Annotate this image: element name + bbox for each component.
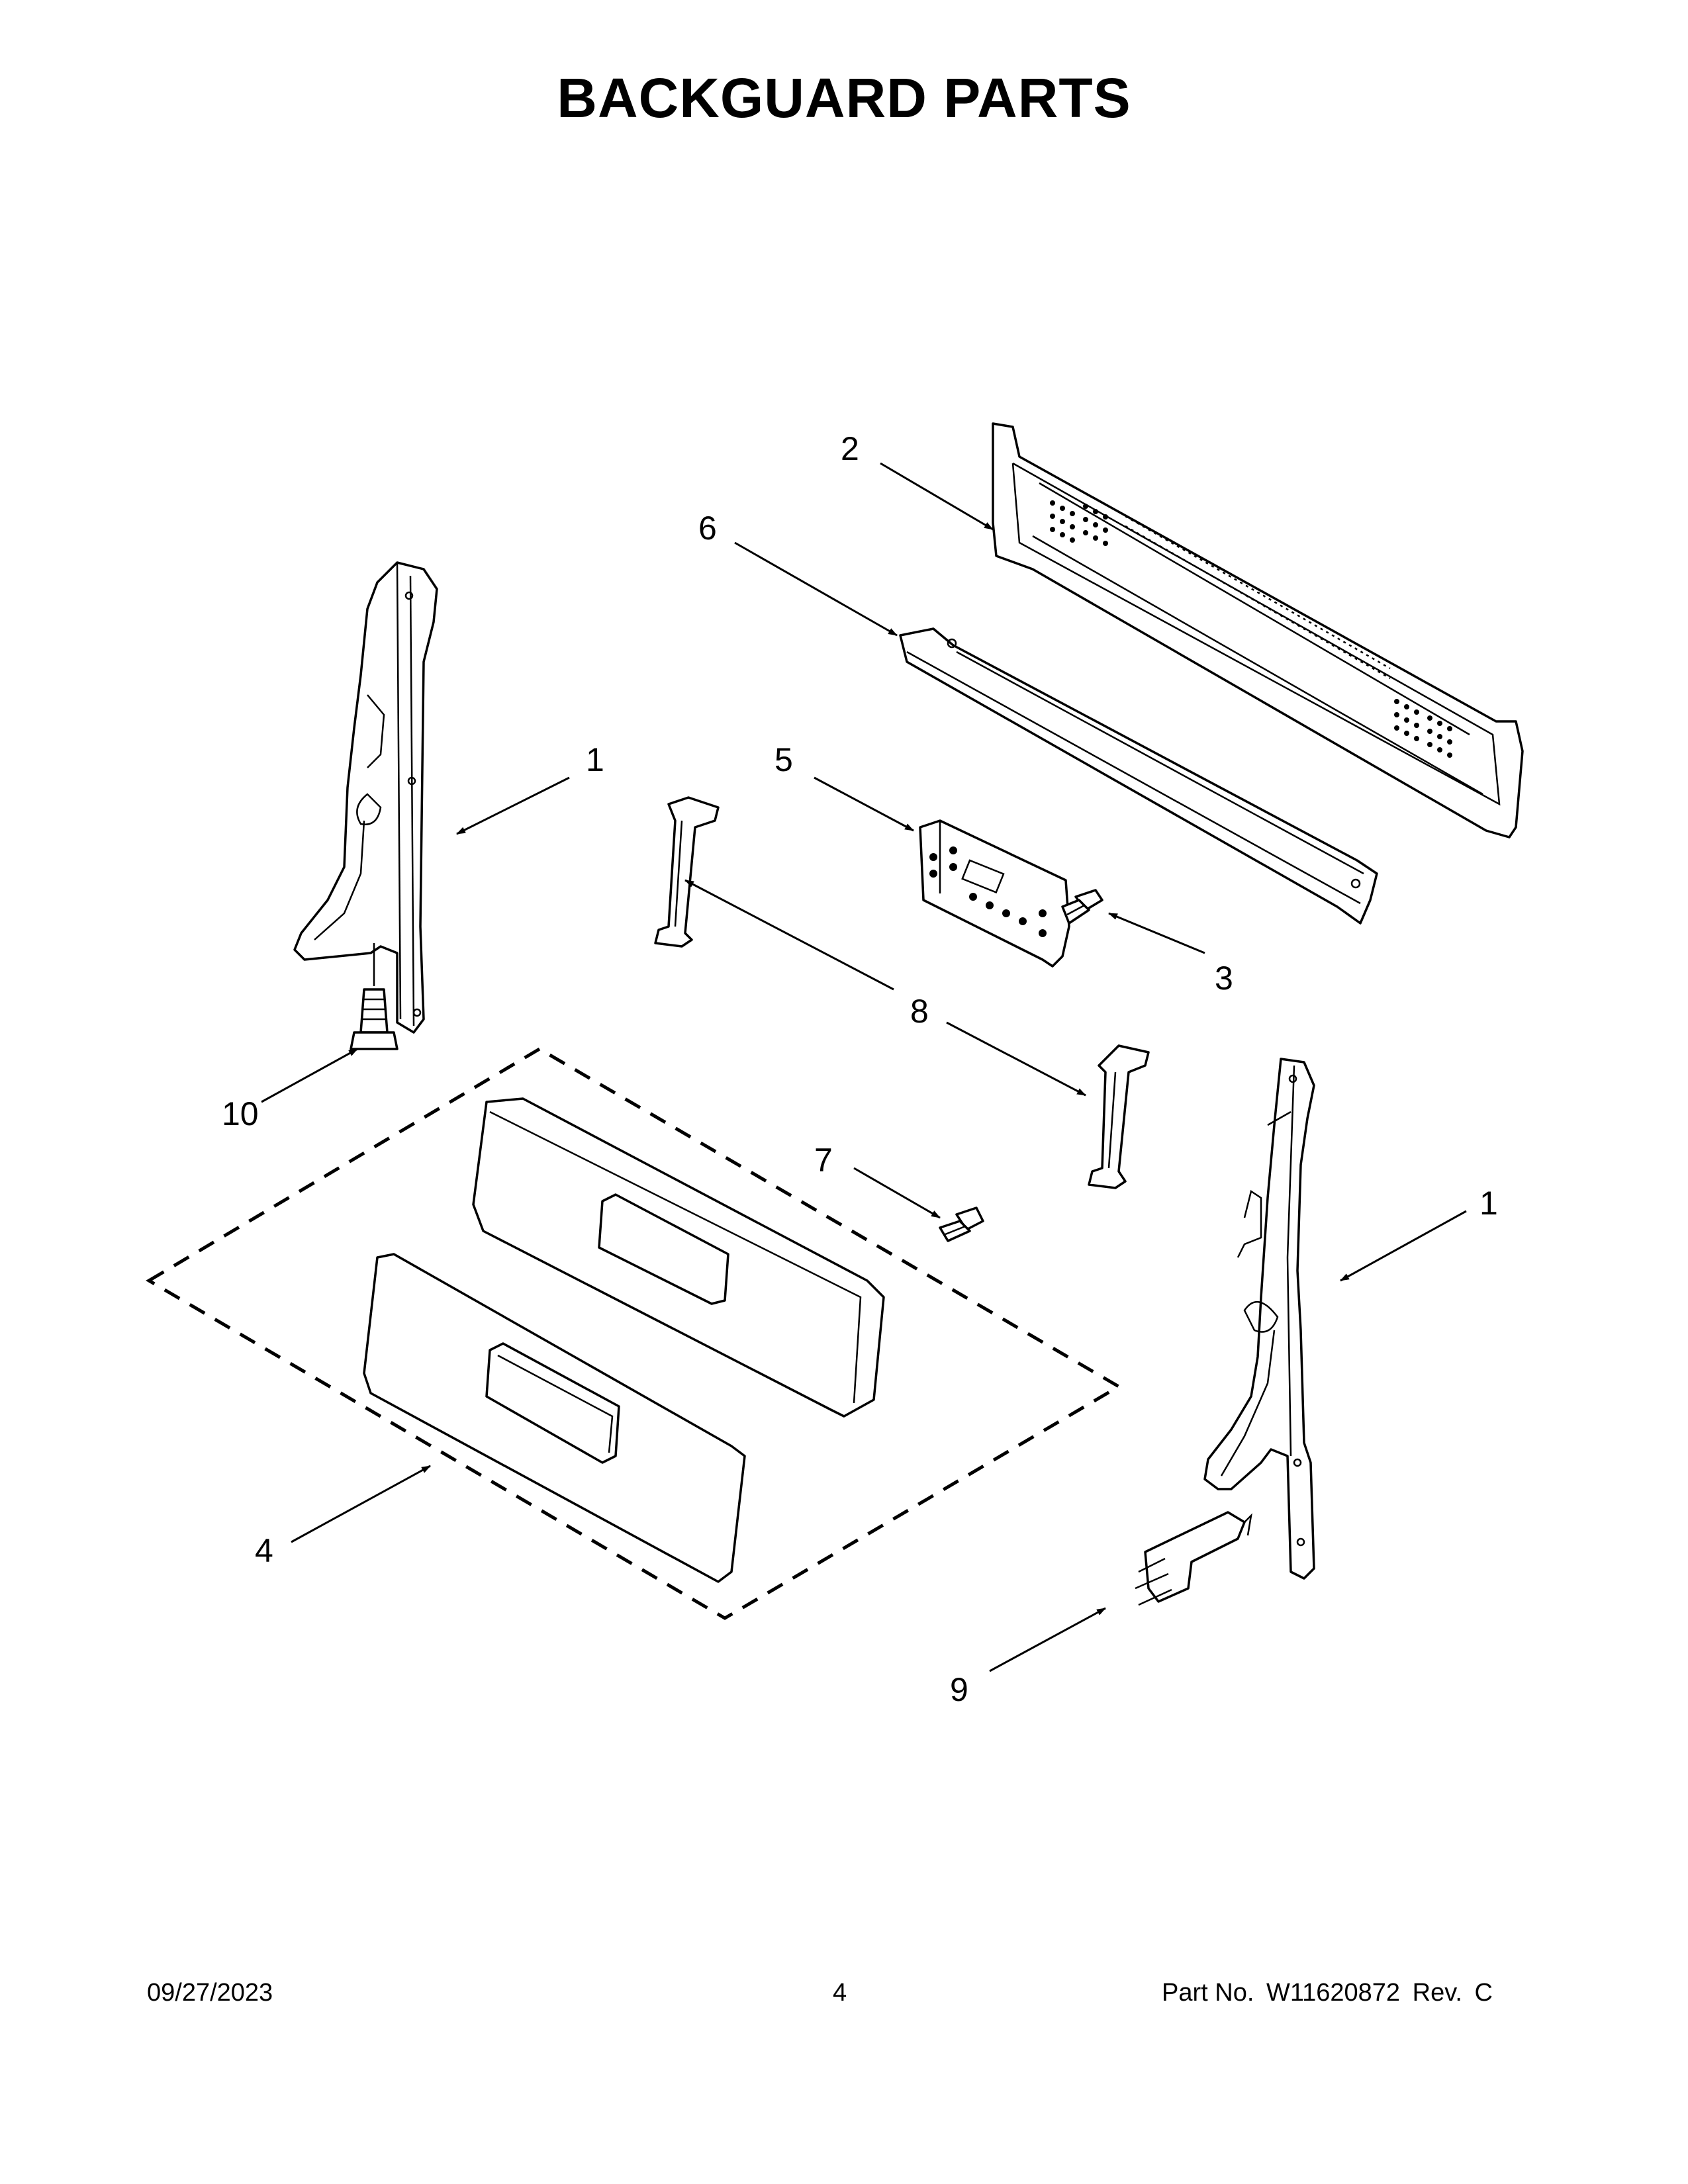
mounting-bolt <box>350 943 399 1050</box>
rev-value: C <box>1474 1979 1493 2007</box>
footer-page-number: 4 <box>833 1979 847 2007</box>
callout-4: 4 <box>255 1532 273 1569</box>
part-number: W11620872 <box>1266 1979 1401 2007</box>
callout-7: 7 <box>814 1142 833 1179</box>
part-label: Part No. <box>1162 1979 1254 2007</box>
callout-2: 2 <box>841 430 859 467</box>
rear-panel-vent-holes <box>1050 500 1452 758</box>
support-bracket <box>899 627 1378 925</box>
footer-date: 09/27/2023 <box>147 1979 273 2007</box>
footer-part-number: Part No. W11620872 Rev. C <box>1162 1979 1498 2007</box>
control-screw <box>1061 889 1103 925</box>
callout-3: 3 <box>1215 960 1233 997</box>
callout-5: 5 <box>774 741 793 778</box>
anti-tip-bracket <box>1135 1511 1252 1606</box>
console-screw <box>939 1206 984 1242</box>
clip-upper <box>654 796 720 948</box>
callout-8: 8 <box>910 993 929 1030</box>
rear-panel <box>992 422 1524 839</box>
console-panel <box>146 1047 1122 1620</box>
callout-1-right: 1 <box>1479 1185 1498 1222</box>
callout-10: 10 <box>222 1095 259 1132</box>
rev-label: Rev. <box>1412 1979 1462 2007</box>
control-board <box>919 819 1070 968</box>
callout-9: 9 <box>950 1671 968 1708</box>
right-end-cap <box>1203 1058 1315 1580</box>
clip-lower <box>1088 1044 1150 1189</box>
leader-lines <box>261 462 1467 1672</box>
left-end-cap <box>293 561 438 1034</box>
callout-6: 6 <box>698 510 717 547</box>
callout-1-left: 1 <box>586 741 604 778</box>
page-title: BACKGUARD PARTS <box>557 67 1131 129</box>
callout-labels: 2 6 1 5 3 8 10 7 1 4 9 <box>222 430 1498 1708</box>
